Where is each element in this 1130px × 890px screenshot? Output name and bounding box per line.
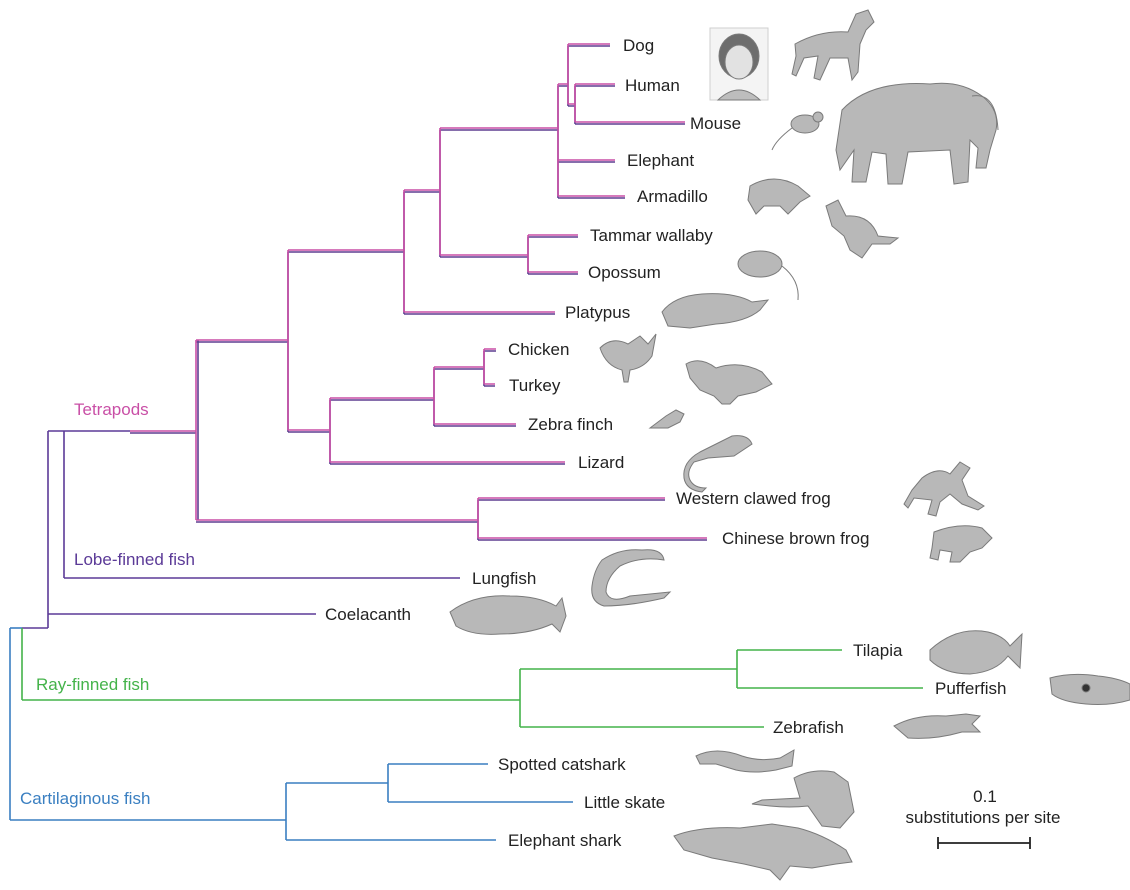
taxon-label: Dog — [623, 36, 654, 55]
elephant-shark-illustration — [674, 824, 852, 880]
tilapia-illustration — [930, 631, 1022, 674]
coelacanth-illustration — [450, 596, 566, 635]
taxon-label: Zebrafish — [773, 718, 844, 737]
taxon-label: Mouse — [690, 114, 741, 133]
pufferfish-illustration — [1050, 674, 1130, 704]
taxon-label: Platypus — [565, 303, 630, 322]
western-clawed-frog-illustration — [904, 462, 984, 516]
taxon-label: Tilapia — [853, 641, 903, 660]
armadillo-illustration — [748, 179, 810, 214]
taxon-label: Spotted catshark — [498, 755, 626, 774]
group-label-cartilaginous-fish: Cartilaginous fish — [20, 789, 150, 808]
opossum-illustration — [738, 251, 798, 300]
spotted-catshark-illustration — [696, 750, 794, 772]
taxon-label: Human — [625, 76, 680, 95]
taxon-label: Little skate — [584, 793, 665, 812]
chinese-brown-frog-illustration — [930, 526, 992, 562]
little-skate-illustration — [752, 771, 854, 828]
elephant-illustration — [836, 83, 998, 184]
taxon-label: Lizard — [578, 453, 624, 472]
scale-bar-value: 0.1 — [973, 787, 997, 806]
group-label-tetrapods: Tetrapods — [74, 400, 149, 419]
taxon-label: Coelacanth — [325, 605, 411, 624]
taxon-label: Zebra finch — [528, 415, 613, 434]
scale-bar-unit: substitutions per site — [906, 808, 1061, 827]
taxon-label: Lungfish — [472, 569, 536, 588]
lobe-finned-branches — [48, 431, 460, 628]
taxon-label: Elephant — [627, 151, 694, 170]
ray-finned-branches — [22, 628, 923, 727]
zebra-finch-illustration — [650, 410, 684, 428]
lungfish-illustration — [592, 550, 670, 606]
wallaby-illustration — [826, 200, 898, 258]
taxon-label: Chinese brown frog — [722, 529, 869, 548]
taxon-label: Tammar wallaby — [590, 226, 713, 245]
taxon-label: Pufferfish — [935, 679, 1007, 698]
taxon-label: Armadillo — [637, 187, 708, 206]
zebrafish-illustration — [894, 714, 980, 738]
platypus-illustration — [662, 294, 768, 328]
scale-bar: 0.1 substitutions per site — [906, 787, 1061, 849]
scale-bar-line — [938, 837, 1030, 849]
lizard-illustration — [684, 436, 752, 492]
taxon-label: Elephant shark — [508, 831, 622, 850]
chicken-illustration — [600, 334, 656, 382]
human-portrait-illustration — [710, 28, 768, 100]
group-label-ray-finned-fish: Ray-finned fish — [36, 675, 149, 694]
dog-illustration — [792, 10, 874, 80]
animal-illustrations — [450, 10, 1130, 880]
turkey-illustration — [686, 361, 772, 404]
taxon-label: Opossum — [588, 263, 661, 282]
group-label-lobe-finned-fish: Lobe-finned fish — [74, 550, 195, 569]
taxon-label: Chicken — [508, 340, 569, 359]
taxon-label: Turkey — [509, 376, 561, 395]
mouse-illustration — [772, 112, 823, 150]
